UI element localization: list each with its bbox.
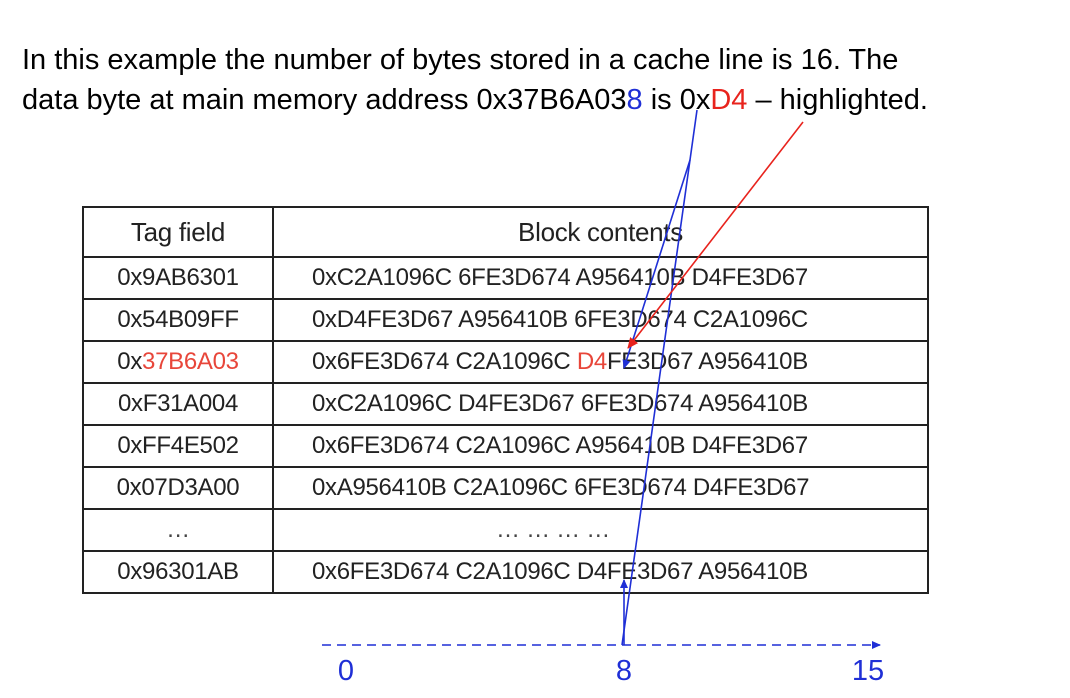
table-row-highlighted: 0x37B6A03 0x6FE3D674 C2A1096C D4FE3D67 A…: [82, 340, 929, 384]
block-cell: 0xC2A1096C D4FE3D67 6FE3D674 A956410B: [272, 382, 929, 426]
axis-label-mid: 8: [616, 655, 632, 687]
block-prefix: 0x6FE3D674 C2A1096C: [312, 348, 577, 375]
caption-data-byte: D4: [710, 84, 748, 116]
caption-suffix: – highlighted.: [747, 84, 928, 116]
tag-cell: 0xF31A004: [82, 382, 274, 426]
table-row: 0xFF4E502 0x6FE3D674 C2A1096C A956410B D…: [82, 424, 929, 468]
block-suffix: FE3D67 A956410B: [606, 348, 808, 375]
tag-prefix: 0x: [117, 348, 143, 375]
caption-line-1: In this example the number of bytes stor…: [22, 44, 899, 76]
block-contents-header: Block contents: [272, 206, 929, 258]
table-header-row: Tag field Block contents: [82, 206, 929, 258]
tag-highlight: 37B6A03: [142, 348, 239, 375]
tag-cell: 0x9AB6301: [82, 256, 274, 300]
block-cell: … … … …: [272, 508, 929, 552]
caption-line-2: data byte at main memory address 0x37B6A…: [22, 80, 1062, 120]
axis-label-end: 15: [852, 655, 884, 687]
axis-label-start: 0: [338, 655, 354, 687]
tag-cell: …: [82, 508, 274, 552]
table-row: 0x54B09FF 0xD4FE3D67 A956410B 6FE3D674 C…: [82, 298, 929, 342]
block-cell: 0x6FE3D674 C2A1096C D4FE3D67 A956410B: [272, 550, 929, 594]
block-cell: 0xD4FE3D67 A956410B 6FE3D674 C2A1096C: [272, 298, 929, 342]
caption-address-offset: 8: [626, 84, 643, 116]
block-cell: 0xC2A1096C 6FE3D674 A956410B D4FE3D67: [272, 256, 929, 300]
block-cell-highlighted: 0x6FE3D674 C2A1096C D4FE3D67 A956410B: [272, 340, 929, 384]
block-cell: 0xA956410B C2A1096C 6FE3D674 D4FE3D67: [272, 466, 929, 510]
tag-cell-highlighted: 0x37B6A03: [82, 340, 274, 384]
table-row: 0x9AB6301 0xC2A1096C 6FE3D674 A956410B D…: [82, 256, 929, 300]
block-highlight-byte: D4: [576, 348, 607, 375]
tag-field-header: Tag field: [82, 206, 274, 258]
table-row-ellipsis: … … … … …: [82, 508, 929, 552]
caption-address-prefix: data byte at main memory address 0x37B6A…: [22, 84, 627, 116]
caption-mid-text: is 0x: [642, 84, 711, 116]
table-row: 0x07D3A00 0xA956410B C2A1096C 6FE3D674 D…: [82, 466, 929, 510]
table-row: 0x96301AB 0x6FE3D674 C2A1096C D4FE3D67 A…: [82, 550, 929, 594]
tag-cell: 0xFF4E502: [82, 424, 274, 468]
tag-cell: 0x07D3A00: [82, 466, 274, 510]
cache-table: Tag field Block contents 0x9AB6301 0xC2A…: [82, 206, 929, 594]
block-cell: 0x6FE3D674 C2A1096C A956410B D4FE3D67: [272, 424, 929, 468]
table-row: 0xF31A004 0xC2A1096C D4FE3D67 6FE3D674 A…: [82, 382, 929, 426]
tag-cell: 0x96301AB: [82, 550, 274, 594]
caption: In this example the number of bytes stor…: [22, 40, 1062, 120]
tag-cell: 0x54B09FF: [82, 298, 274, 342]
